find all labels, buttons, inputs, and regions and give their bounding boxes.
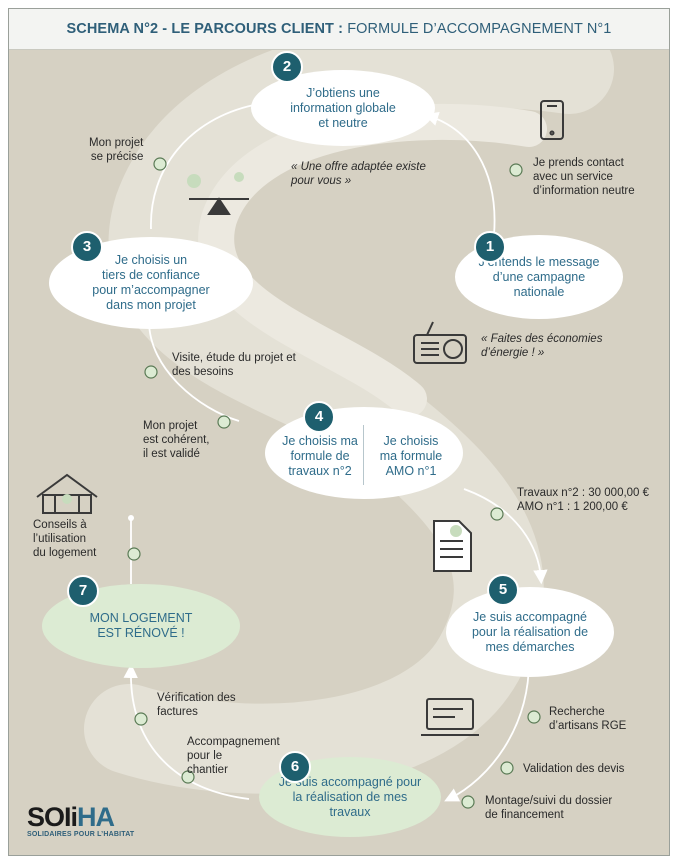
step-5-badge: 5 [487, 574, 519, 606]
title-rest: FORMULE D’ACCOMPAGNEMENT N°1 [343, 21, 612, 37]
flow-path-2-3 [150, 104, 255, 230]
logo-main-a: SOIi [27, 802, 78, 832]
step-1-text: J’entends le message d’une campagne nati… [478, 254, 600, 299]
step-2-node: J’obtiens une information globale et neu… [251, 70, 435, 146]
step-4-badge: 4 [303, 401, 335, 433]
label-projet-precise: Mon projet se précise [89, 137, 144, 163]
house-icon [36, 473, 98, 514]
label-costs: Travaux n°2 : 30 000,00 € AMO n°1 : 1 20… [517, 487, 650, 513]
label-validation: Validation des devis [523, 763, 625, 775]
step-4-right-text: Je choisis ma formule AMO n°1 [379, 434, 443, 478]
balance-icon [187, 172, 249, 215]
step-1-badge: 1 [474, 231, 506, 263]
dot-contact [509, 163, 523, 177]
step-5-text: Je suis accompagné pour la réalisation d… [471, 609, 589, 654]
dot-verification [134, 712, 148, 726]
step-4-divider [363, 425, 364, 485]
label-conseils: Conseils à l’utilisation du logement [33, 519, 97, 559]
label-verification: Vérification des factures [157, 692, 236, 718]
step-3-badge: 3 [71, 231, 103, 263]
logo-subtitle: SOLIDAIRES POUR L’HABITAT [27, 831, 135, 838]
phone-icon [540, 100, 564, 140]
flow-end-dot [128, 515, 134, 521]
step-7-node: MON LOGEMENT EST RÉNOVÉ ! [42, 584, 240, 668]
step-6-text: Je suis accompagné pour la réalisation d… [278, 774, 422, 819]
title-bold: SCHEMA N°2 - LE PARCOURS CLIENT : [66, 21, 344, 37]
label-contact: Je prends contact avec un service d’info… [533, 157, 635, 197]
dot-validation [500, 761, 514, 775]
logo-main-b: HA [77, 802, 115, 832]
label-accompagnement: Accompagnement pour le chantier [187, 736, 280, 776]
dot-recherche [527, 710, 541, 724]
step-3-text: Je choisis un tiers de confiance pour m’… [92, 253, 210, 312]
flow-path-6-7 [123, 663, 250, 800]
radio-icon [413, 321, 467, 364]
step-6-badge: 6 [279, 751, 311, 783]
flow-path-4-5 [463, 488, 548, 585]
step-2-badge: 2 [271, 51, 303, 83]
document-icon [433, 520, 472, 572]
dot-conseils [127, 547, 141, 561]
label-coherent: Mon projet est cohérent, il est validé [143, 420, 210, 460]
step-5-node: Je suis accompagné pour la réalisation d… [446, 587, 614, 677]
label-visite: Visite, étude du projet et des besoins [172, 352, 296, 378]
page-title: SCHEMA N°2 - LE PARCOURS CLIENT : FORMUL… [9, 9, 669, 50]
step-4-node: Je choisis ma formule de travaux n°2 Je … [265, 407, 463, 499]
dot-accompagnement [181, 770, 195, 784]
label-quote-offre: « Une offre adaptée existe pour vous » [291, 161, 426, 187]
diagram-frame: SCHEMA N°2 - LE PARCOURS CLIENT : FORMUL… [8, 8, 670, 856]
dot-projet [153, 157, 167, 171]
step-7-text: MON LOGEMENT EST RÉNOVÉ ! [89, 611, 193, 640]
label-quote-energie: « Faites des économies d’énergie ! » [481, 333, 603, 359]
flow-path-1-2 [423, 111, 496, 236]
flow-path-5-6 [444, 660, 530, 802]
step-4-left-text: Je choisis ma formule de travaux n°2 [282, 434, 358, 478]
dot-costs [490, 507, 504, 521]
dot-coherent [217, 415, 231, 429]
label-recherche: Recherche d’artisans RGE [549, 706, 627, 732]
laptop-icon [421, 698, 479, 736]
step-7-badge: 7 [67, 575, 99, 607]
label-montage: Montage/suivi du dossier de financement [485, 795, 613, 821]
step-2-text: J’obtiens une information globale et neu… [290, 85, 396, 130]
dot-visite [144, 365, 158, 379]
soliha-logo: SOIiHA SOLIDAIRES POUR L’HABITAT [27, 802, 134, 838]
dot-montage [461, 795, 475, 809]
